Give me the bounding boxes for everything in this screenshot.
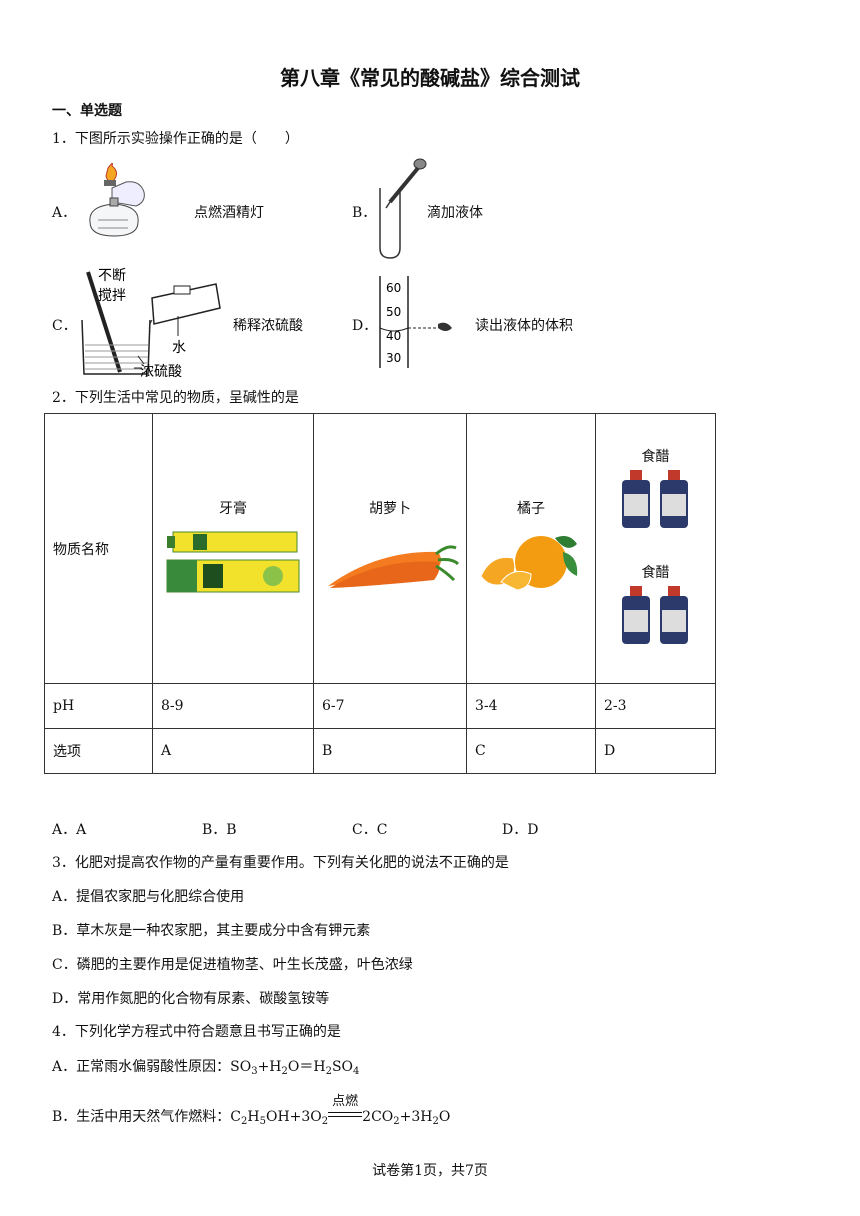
alcohol-lamp-lighting-icon [89,162,145,237]
vinegar-bottles-icon-2 [621,585,688,644]
q1-option-c-key: C． [52,318,77,334]
ph-orange: 3-4 [466,683,596,729]
label-stir-2: 搅拌 [98,288,126,304]
row-label-name: 物质名称 [44,413,153,684]
q4-b-condition: 点燃 [332,1094,359,1109]
tick-30: 30 [386,351,401,365]
opt-orange: C [466,728,596,774]
q1-option-c-caption: 稀释浓硫酸 [233,318,303,334]
dilution-beaker-icon: 不断 搅拌 水 浓硫酸 [81,268,221,380]
q1-option-a-key: A． [52,205,77,221]
q4-option-a: A．正常雨水偏弱酸性原因：SO3+H2O＝H2SO4 [52,1056,359,1077]
q3-option-b: B．草木灰是一种农家肥，其主要成分中含有钾元素 [52,923,371,939]
q3-option-a: A．提倡农家肥与化肥综合使用 [52,889,245,905]
opt-toothpaste: A [152,728,314,774]
label-water: 水 [172,340,186,356]
q1-stem: 1．下图所示实验操作正确的是（ ） [52,131,299,147]
opt-carrot: B [313,728,467,774]
graduated-cylinder-icon: 60 50 40 30 [379,276,452,368]
q2-answer-d: D．D [502,822,539,838]
q2-stem: 2．下列生活中常见的物质，呈碱性的是 [52,390,299,406]
q4-b-equation-left: C2H5OH+3O2 [230,1109,329,1127]
carrot-icon [328,544,460,588]
page-footer: 试卷第1页，共7页 [372,1163,488,1179]
ph-carrot: 6-7 [313,683,467,729]
opt-vinegar: D [595,728,716,774]
item-name-vinegar-2: 食醋 [641,564,670,581]
vinegar-bottles-icon [621,469,688,528]
cell-toothpaste: 牙膏 [152,413,314,684]
q4-b-equation-right: 2CO2+3H2O [362,1109,451,1127]
q3-option-d: D．常用作氮肥的化合物有尿素、碳酸氢铵等 [52,991,330,1007]
q3-stem: 3．化肥对提高农作物的产量有重要作用。下列有关化肥的说法不正确的是 [52,855,509,871]
cell-vinegar: 食醋 食醋 [595,413,716,684]
ph-vinegar: 2-3 [595,683,716,729]
tick-60: 60 [386,281,401,295]
row-label-option: 选项 [44,728,153,774]
row-label-ph: pH [44,683,153,729]
item-name-orange: 橘子 [517,500,545,517]
toothpaste-icon [166,531,300,592]
item-name-vinegar-1: 食醋 [641,448,670,465]
q2-answer-b: B．B [202,822,237,838]
q4-b-reaction-arrow: 点燃 [328,1094,363,1124]
page-title: 第八章《常见的酸碱盐》综合测试 [280,66,580,90]
q1-option-d-key: D． [352,318,378,334]
label-stir-1: 不断 [98,268,126,284]
q4-a-text: A．正常雨水偏弱酸性原因： [52,1059,231,1075]
q1-option-d-caption: 读出液体的体积 [475,318,573,334]
q4-a-equation: SO3+H2O＝H2SO4 [230,1059,360,1077]
q3-option-c: C．磷肥的主要作用是促进植物茎、叶生长茂盛，叶色浓绿 [52,957,413,973]
q2-table: 物质名称 牙膏 胡萝卜 橘子 [44,413,716,774]
q1-option-b-key: B． [352,205,377,221]
q1-option-b-caption: 滴加液体 [427,205,483,221]
q4-stem: 4．下列化学方程式中符合题意且书写正确的是 [52,1024,341,1040]
orange-icon [480,535,578,591]
item-name-carrot: 胡萝卜 [369,500,411,517]
ph-toothpaste: 8-9 [152,683,314,729]
cell-carrot: 胡萝卜 [313,413,467,684]
q1-option-a-caption: 点燃酒精灯 [194,205,264,221]
label-sulfuric-acid: 浓硫酸 [140,364,182,380]
section-heading: 一、单选题 [52,103,122,119]
q4-b-text: B．生活中用天然气作燃料： [52,1109,231,1125]
q2-answer-a: A．A [52,822,87,838]
tick-40: 40 [386,329,401,343]
cell-orange: 橘子 [466,413,596,684]
q2-answer-c: C．C [352,822,388,838]
item-name-toothpaste: 牙膏 [219,500,247,517]
tick-50: 50 [386,305,401,319]
dropper-test-tube-icon [379,158,427,259]
